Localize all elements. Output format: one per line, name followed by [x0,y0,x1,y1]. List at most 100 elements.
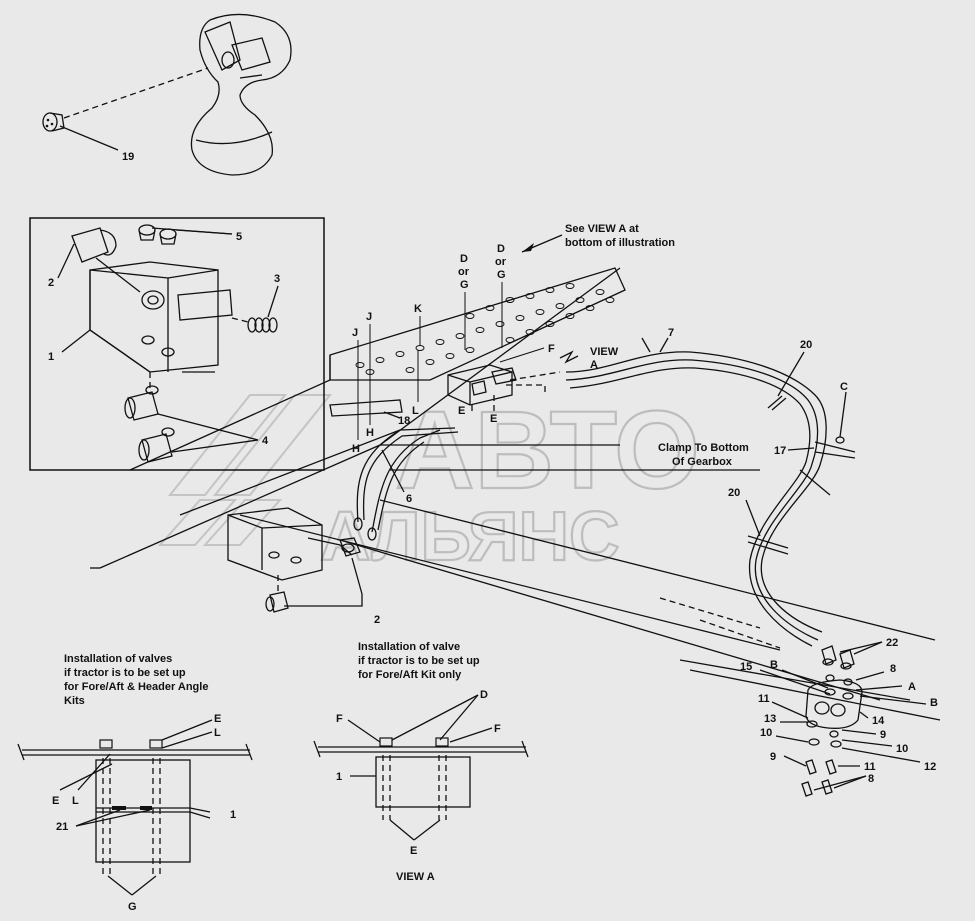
inst2-line2: if tractor is to be set up [358,655,480,667]
letter-C: C [840,381,848,393]
callout-9a: 9 [880,729,886,741]
inst1-line2: if tractor is to be set up [64,667,186,679]
arrowhead-see-view [522,243,534,252]
clamp-20-lower [745,499,789,555]
clamp-20-upper [767,351,805,411]
inset-fittings-4 [124,372,259,463]
callout-13: 13 [764,713,776,725]
callout-20a: 20 [800,339,812,351]
leader-20b [799,469,831,496]
view-label: VIEW [590,346,619,358]
detail-inset-frame [29,217,325,471]
inst1-line3: for Fore/Aft & Header Angle [64,681,208,693]
letter-E3: E [214,713,221,725]
letter-G2: G [497,269,506,281]
rear-small-parts [775,720,867,797]
leader-dashed [63,67,209,119]
callout-18: 18 [398,415,410,427]
letter-L2: L [214,727,221,739]
callout-5: 5 [236,231,242,243]
leader-14 [859,711,869,719]
install-detail-1 [17,719,253,896]
letter-A2: A [908,681,916,693]
connector-plug [42,112,65,132]
rear-valve-body [805,674,863,729]
callout-9b: 9 [770,751,776,763]
letter-G1: G [460,279,469,291]
view-a-caption: VIEW A [396,871,435,883]
inset-caps-5 [138,224,233,245]
leader-10b [841,739,893,747]
callout-21: 21 [56,821,68,833]
letter-G3: G [128,901,137,913]
letter-J2: J [366,311,372,323]
leader-A2 [855,685,903,691]
callout-6: 6 [406,493,412,505]
letter-E4: E [52,795,59,807]
callout-1c: 1 [336,771,342,783]
watermark-line1: АВТО [395,389,700,512]
letter-L3: L [72,795,79,807]
leader-9a [841,729,877,735]
hoses-7 [565,351,827,647]
note-clamp-line1: Clamp To Bottom [658,442,749,454]
leader-17 [787,447,815,451]
callout-3: 3 [274,273,280,285]
leader-19 [59,125,119,151]
letter-L1: L [412,405,419,417]
lower-fitting-2 [265,557,363,613]
inst2-line3: for Fore/Aft Kit only [358,669,462,681]
callout-4: 4 [262,435,269,447]
leader-B2 [859,695,927,705]
watermark: АВТО АЛЬЯНС [157,388,701,576]
leader-7b [659,337,669,353]
inset-fitting-2 [57,227,141,293]
callout-19: 19 [122,151,134,163]
inset-spring-3 [231,285,279,333]
callout-8b: 8 [868,773,874,785]
install-detail-2 [313,694,529,841]
callout-10a: 10 [760,727,772,739]
letter-J1: J [352,327,358,339]
hoses-6 [356,427,459,533]
callout-2a: 2 [48,277,54,289]
inst1-line1: Installation of valves [64,653,172,665]
inst1-line4: Kits [64,695,85,707]
rear-fittings-22 [821,641,883,670]
leader-11a [771,701,809,719]
view-arrow [559,350,579,364]
callout-2b: 2 [374,614,380,626]
letter-K: K [414,303,422,315]
letter-D3: D [480,689,488,701]
plate-bracket-18 [329,399,403,417]
note-see-view-line1: See VIEW A at [565,223,639,235]
callout-1a: 1 [48,351,54,363]
control-handle [190,13,292,176]
perforated-plate [129,267,626,471]
leader-7a [641,337,651,353]
letter-or2: or [495,256,507,268]
clamp-17 [814,391,856,459]
letter-or1: or [458,266,470,278]
letter-H2: H [366,427,374,439]
letter-F2: F [336,713,343,725]
watermark-line2: АЛЬЯНС [320,497,620,575]
leader-F1 [499,347,545,363]
letter-F1: F [548,343,555,355]
letter-B1: B [770,659,778,671]
letter-D1: D [460,253,468,265]
callout-11b: 11 [864,761,876,773]
leader-B1 [781,669,829,689]
callout-7: 7 [668,327,674,339]
dash-view-a [509,371,561,381]
letter-E5: E [410,845,417,857]
dash-view-a-2 [506,384,546,395]
callout-22: 22 [886,637,898,649]
inset-valve-block [89,261,233,373]
callout-20b: 20 [728,487,740,499]
letter-H1: H [352,443,360,455]
leader-8a [855,671,885,681]
note-see-view-line2: bottom of illustration [565,237,675,249]
callout-11a: 11 [758,693,770,705]
